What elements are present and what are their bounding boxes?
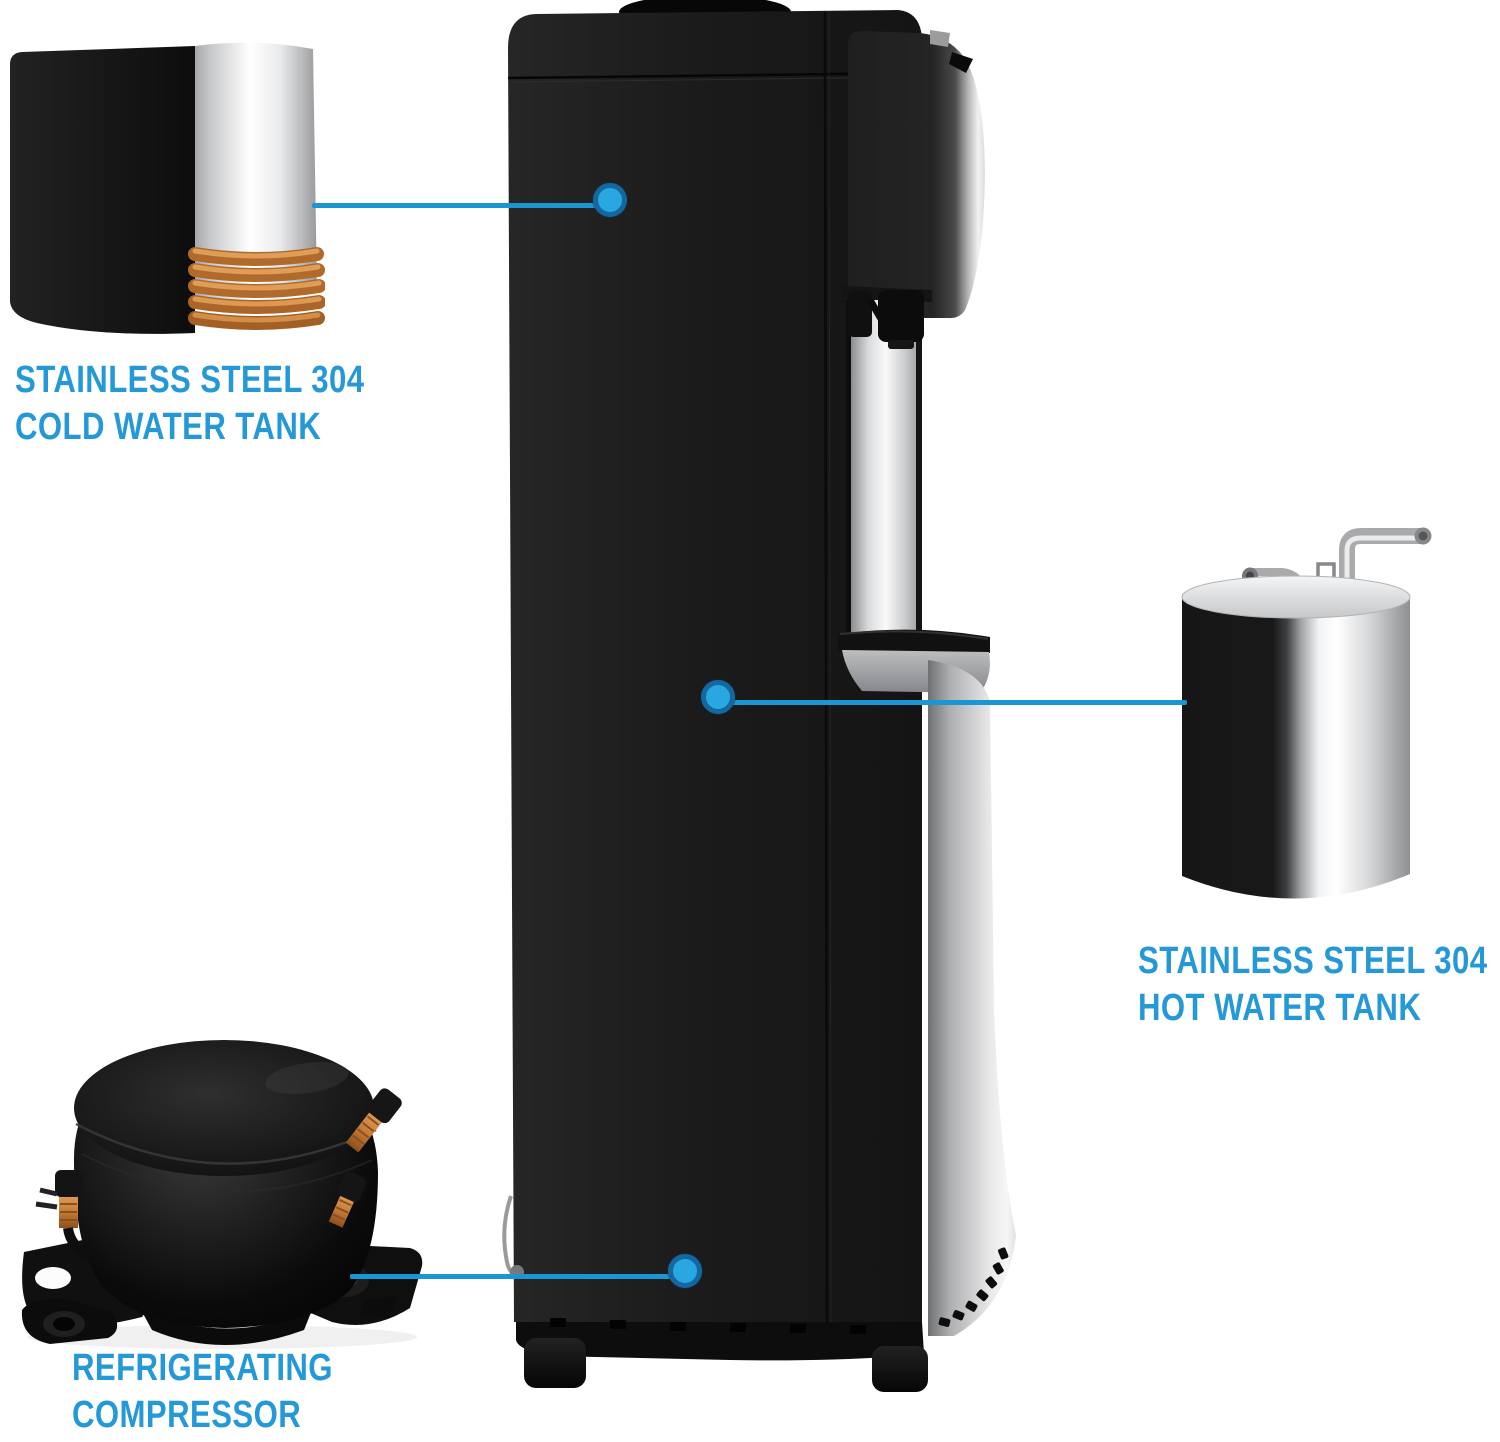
cold-water-tank-label: STAINLESS STEEL 304 COLD WATER TANK <box>15 357 365 451</box>
vent-slots <box>938 1247 1009 1327</box>
tank-outer-shell <box>10 46 195 334</box>
compressor-label-line2: COMPRESSOR <box>72 1394 302 1436</box>
callout-dot-compressor-icon <box>668 1254 702 1288</box>
hot-water-tank-label: STAINLESS STEEL 304 HOT WATER TANK <box>1138 938 1488 1032</box>
callout-dot-cold-icon <box>593 183 627 217</box>
hot-water-tank-label-line1: STAINLESS STEEL 304 <box>1138 940 1488 982</box>
leader-line-compressor <box>350 1274 692 1279</box>
callout-dot-hot-icon <box>701 680 735 714</box>
dispenser-recess-column <box>848 300 916 648</box>
leader-line-hot <box>723 700 1187 705</box>
tank-stainless-body <box>195 42 317 302</box>
cold-water-tank-label-line1: STAINLESS STEEL 304 <box>15 359 365 401</box>
front-panel-top <box>848 30 985 319</box>
front-panel-tab <box>930 30 950 47</box>
cold-water-tank-label-line2: COLD WATER TANK <box>15 406 322 448</box>
cold-water-tank-cutaway-image <box>10 42 325 334</box>
dispenser-foot-back <box>524 1338 586 1388</box>
leader-line-cold <box>312 203 618 208</box>
compressor-body <box>73 1040 379 1328</box>
compressor-label-line1: REFRIGERATING <box>72 1347 333 1389</box>
refrigerating-compressor-image <box>21 1040 423 1349</box>
water-spouts <box>842 286 932 349</box>
dispenser-base <box>516 1318 928 1392</box>
front-panel-bottom <box>928 660 1016 1336</box>
hot-water-tank-label-line2: HOT WATER TANK <box>1138 987 1422 1029</box>
tank-top-lid <box>1181 575 1411 619</box>
hot-water-tank-image <box>1181 527 1432 899</box>
water-dispenser-side-view-image <box>502 0 1016 1392</box>
copper-coils <box>188 247 325 330</box>
tank-body <box>1182 576 1410 899</box>
dispenser-foot-front <box>872 1346 928 1392</box>
copper-tube-stubs <box>35 1088 402 1261</box>
compressor-label: REFRIGERATING COMPRESSOR <box>72 1345 333 1439</box>
